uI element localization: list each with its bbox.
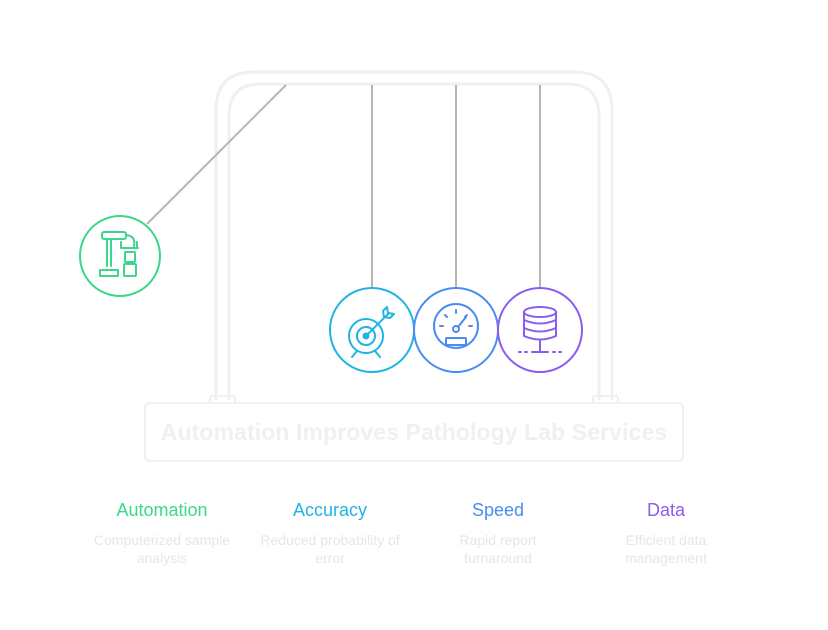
target-arrow-icon [348, 306, 395, 358]
cradle-frame-outer [214, 70, 614, 400]
string-automation [146, 84, 287, 225]
ball-data [497, 287, 583, 373]
ball-automation [79, 215, 161, 297]
label-description: Efficient data management [625, 532, 707, 566]
label-speed: Speed Rapid report turnaround [413, 499, 583, 567]
speedometer-icon [433, 303, 479, 349]
database-icon [518, 306, 562, 353]
label-description: Computerized sample analysis [93, 532, 231, 566]
ball-accuracy [329, 287, 415, 373]
cradle-base: Automation Improves Pathology Lab Servic… [144, 402, 684, 462]
label-automation: Automation Computerized sample analysis [77, 499, 247, 567]
label-description: Reduced probability of error [260, 532, 400, 566]
label-heading: Automation [116, 500, 208, 520]
ball-speed [413, 287, 499, 373]
label-data: Data Efficient data management [581, 499, 751, 567]
cradle-frame-inner [227, 82, 601, 400]
label-heading: Data [646, 500, 686, 520]
diagram-title: Automation Improves Pathology Lab Servic… [160, 418, 668, 445]
robotic-arm-icon [99, 231, 139, 277]
label-description: Rapid report turnaround [459, 532, 537, 566]
label-heading: Accuracy [292, 500, 368, 520]
label-heading: Speed [471, 500, 525, 520]
label-accuracy: Accuracy Reduced probability of error [245, 499, 415, 567]
